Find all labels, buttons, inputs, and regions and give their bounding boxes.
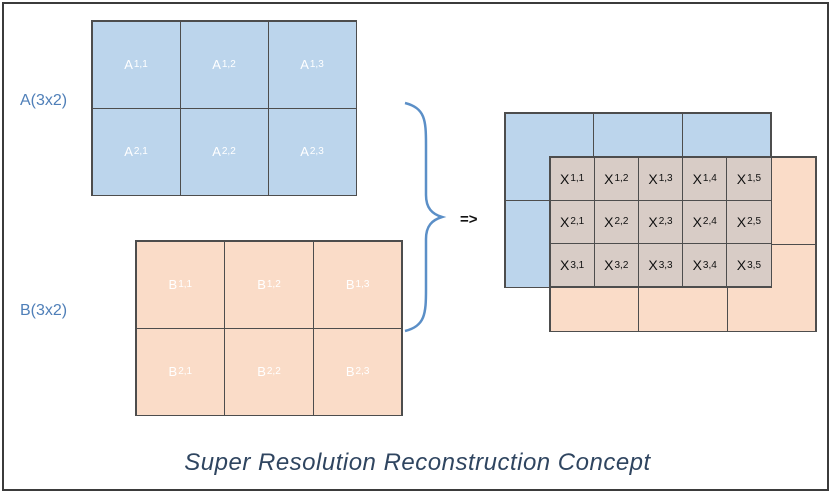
label-b: B(3x2): [20, 302, 68, 319]
curly-brace-icon: [404, 101, 447, 333]
diagram-caption: Super Resolution Reconstruction Concept: [184, 449, 651, 476]
label-a: A(3x2): [20, 92, 68, 109]
result-arrow: =>: [460, 211, 478, 228]
